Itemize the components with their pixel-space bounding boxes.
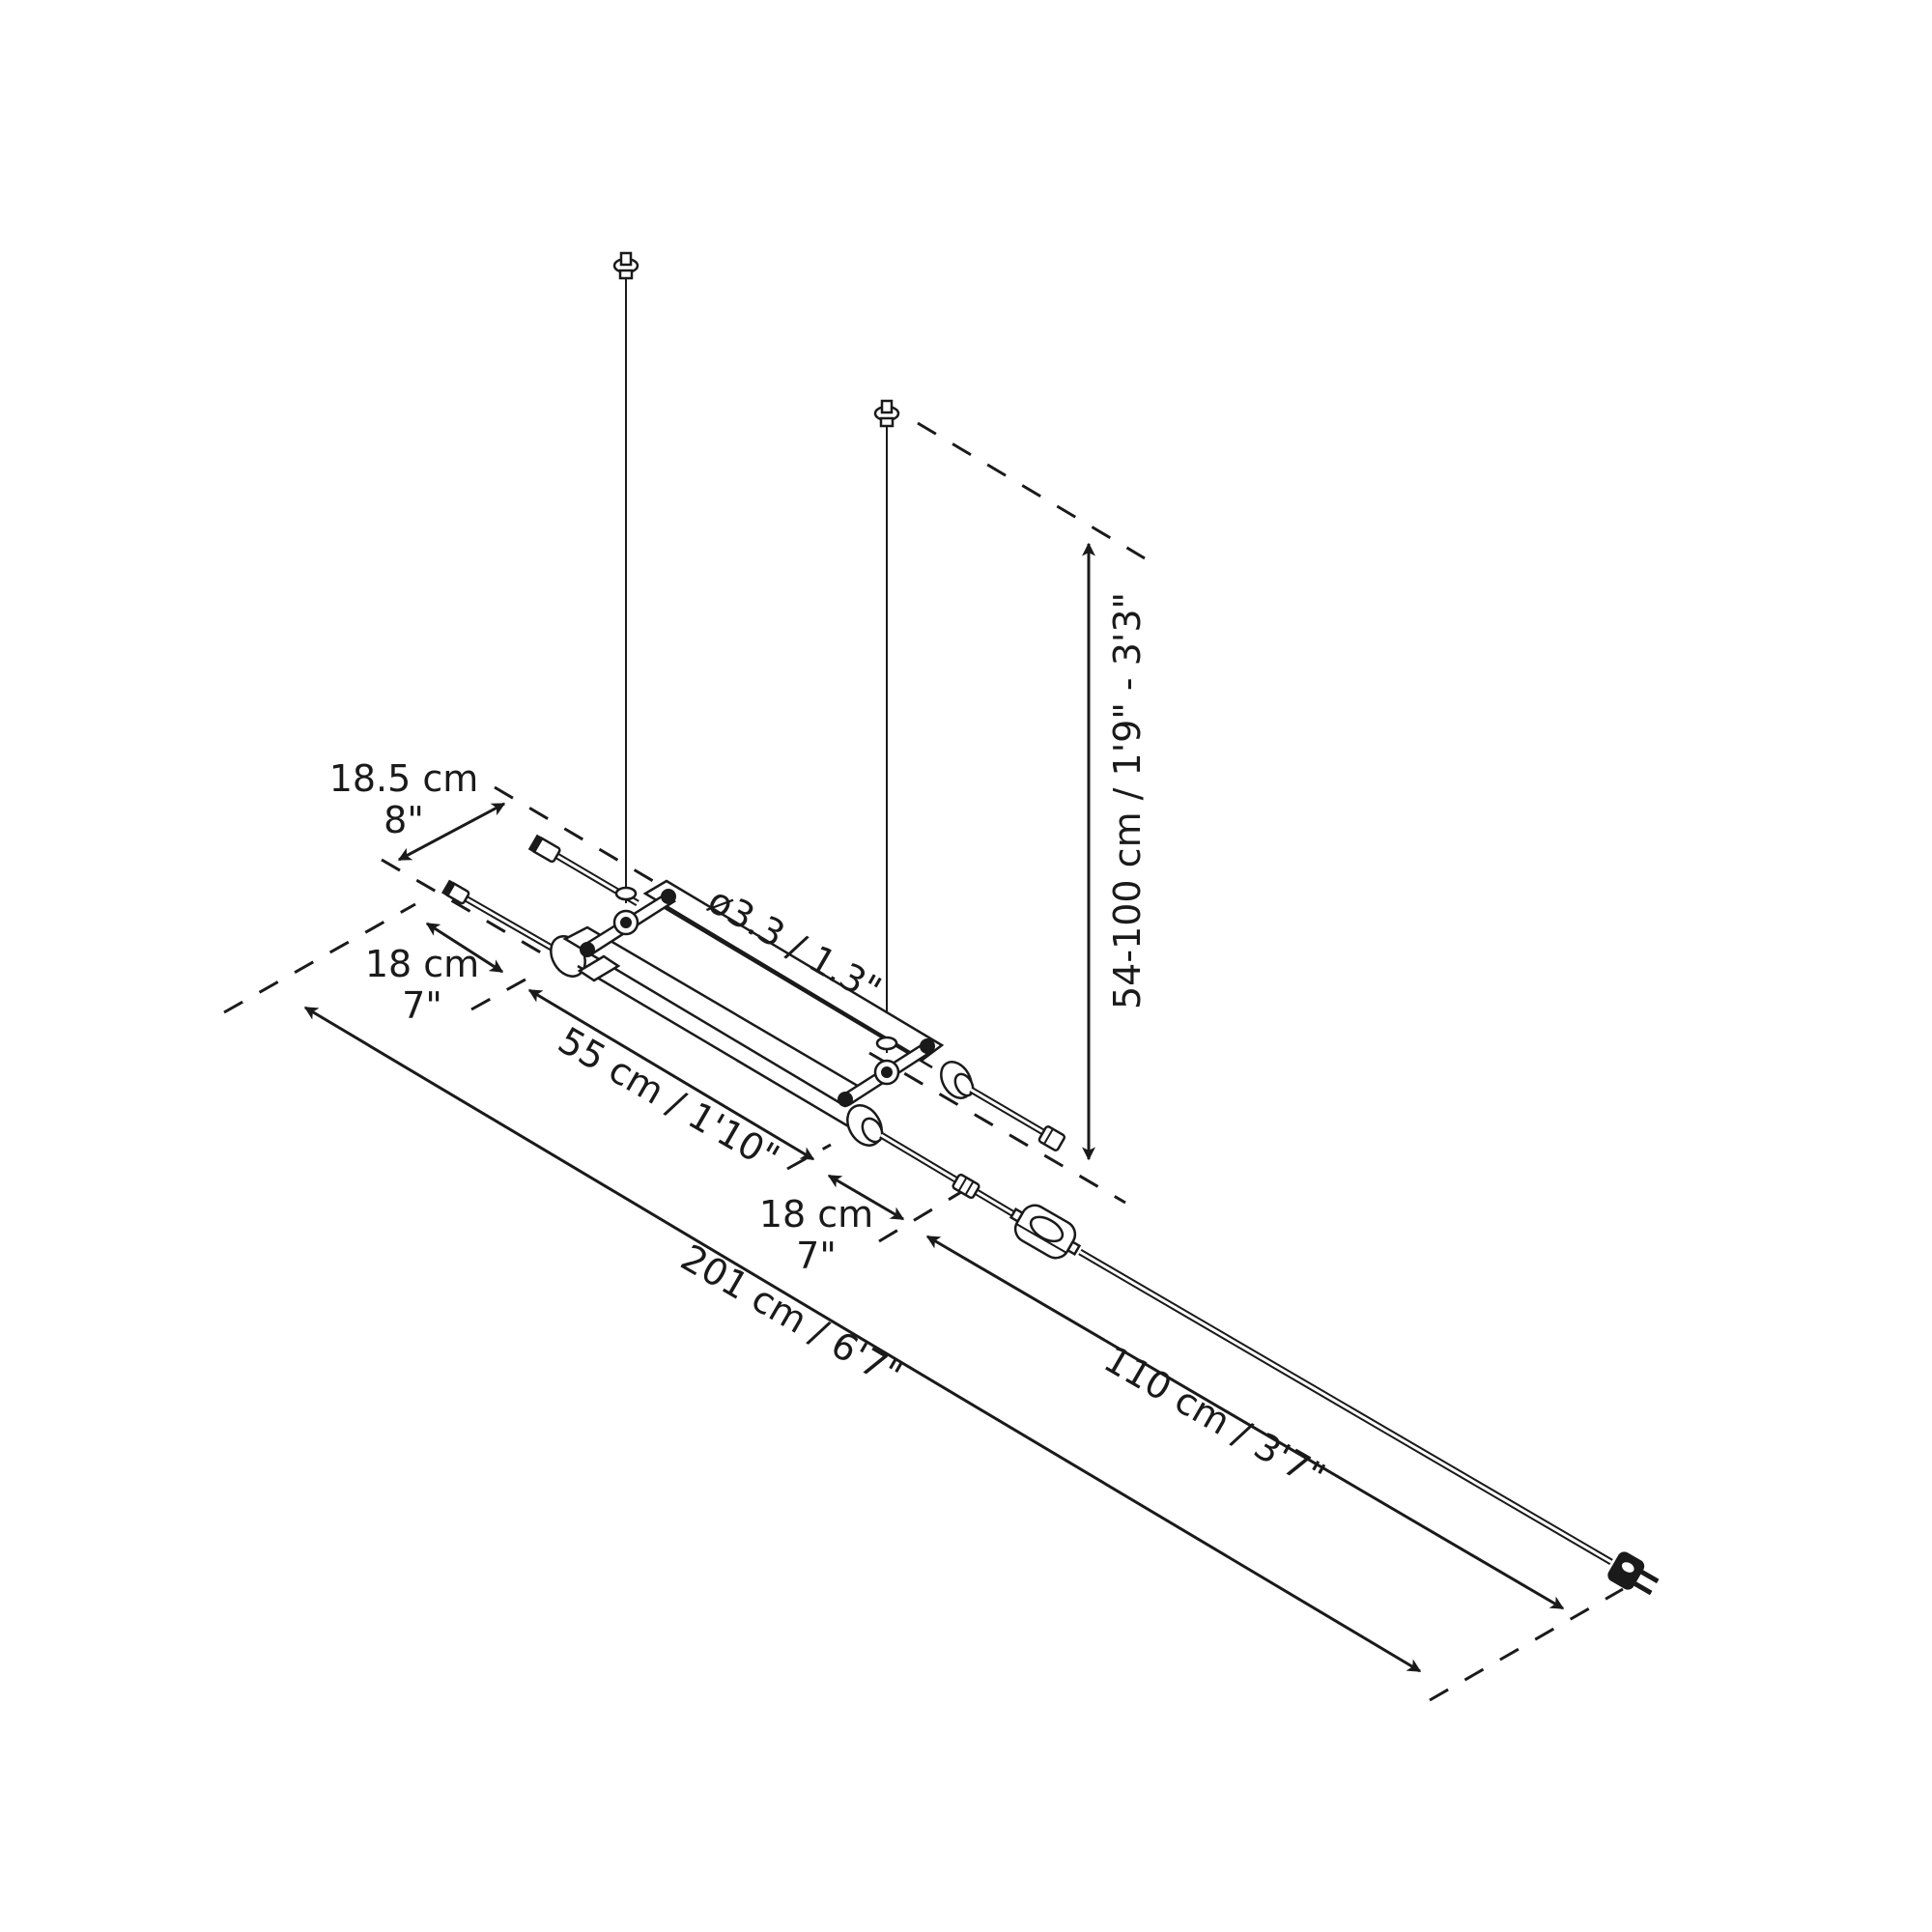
crossbar-left bbox=[580, 886, 676, 957]
dim-cable-left-arrow bbox=[425, 922, 504, 974]
power-cable bbox=[1078, 1248, 1613, 1566]
connector-back-left-icon bbox=[527, 834, 561, 864]
label-suspension-height: 54-100 cm / 1'9" - 3'3" bbox=[1106, 592, 1149, 1009]
connector-front-right-icon bbox=[952, 1173, 980, 1200]
ceiling-anchor-left-icon bbox=[612, 251, 639, 280]
suspension bbox=[612, 251, 900, 1053]
connector-back-right-icon bbox=[1037, 1125, 1066, 1151]
tube-back bbox=[527, 834, 1066, 1151]
label-total-length: 201 cm / 6'7" bbox=[674, 1236, 909, 1397]
label-width-metric: 18.5 cm bbox=[329, 757, 479, 800]
dimension-labels: 18.5 cm 8" ø3.3 / 1.3" 54-100 cm / 1'9" … bbox=[329, 592, 1332, 1498]
power-plug-icon bbox=[1607, 1551, 1660, 1596]
crossbar-right bbox=[838, 1036, 935, 1107]
ceiling-anchor-right-icon bbox=[873, 399, 900, 428]
dimension-lines bbox=[303, 542, 1565, 1673]
label-width-imperial: 8" bbox=[384, 799, 424, 841]
label-cable-left-metric: 18 cm bbox=[365, 943, 479, 985]
label-cable-left-imperial: 7" bbox=[402, 984, 442, 1027]
dim-power-cable-arrow bbox=[925, 1235, 1565, 1610]
label-cable-right-imperial: 7" bbox=[796, 1235, 837, 1277]
inline-switch-icon bbox=[1009, 1204, 1082, 1260]
connector-front-left-icon bbox=[441, 879, 470, 905]
label-cable-right-metric: 18 cm bbox=[759, 1193, 873, 1236]
dim-width-arrow bbox=[397, 802, 506, 862]
label-power-cable: 110 cm / 3'7" bbox=[1097, 1338, 1332, 1498]
